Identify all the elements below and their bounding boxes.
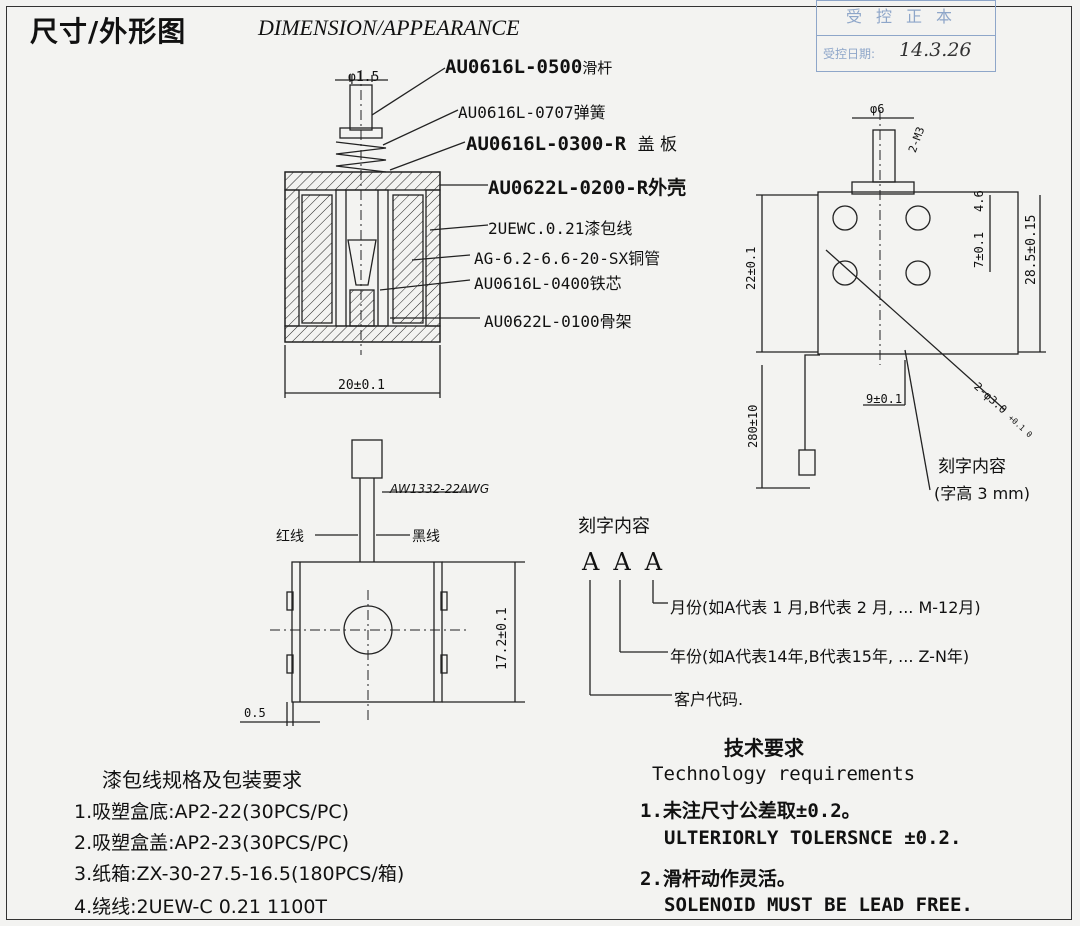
wire-black: 黑线 [412,529,440,545]
tech-title-en: Technology requirements [652,763,916,785]
drawing-frame [6,6,1072,920]
tech-r2-en: SOLENOID MUST BE LEAD FREE. [664,894,973,916]
packaging-title: 漆包线规格及包装要求 [102,768,302,792]
wire-red: 红线 [276,529,304,545]
engraving-heading: 刻字内容 [578,516,650,537]
bottom-view-body [291,561,443,703]
engraving-customer: 客户代码. [674,690,744,709]
housing-wall-left [284,189,300,327]
iron-core [349,289,375,327]
housing-bottom [284,325,441,343]
title-en: DIMENSION/APPEARANCE [258,15,520,40]
dim-phi-1-5: φ1.5 [348,70,380,85]
stamp-title: 受控正本 [845,7,966,26]
stamp-divider [817,35,995,36]
engraving-letters: AAA [582,548,677,576]
stamp-date-label: 受控日期: [823,47,876,61]
dim-17-2: 17.2±0.1 [495,607,510,670]
dim-28-5: 28.5±0.15 [1024,214,1039,285]
engraving-height: (字高 3 mm) [934,484,1031,503]
dim-7: 7±0.1 [972,231,986,268]
stamp-date-value: 14.3.26 [899,39,972,61]
engraving-month: 月份(如A代表 1 月,B代表 2 月, ... M-12月) [670,598,981,617]
part-label-7: AU0622L-0100骨架 [484,312,632,331]
tech-title-cn: 技术要求 [724,736,804,760]
part-label-4: 2UEWC.0.21漆包线 [488,219,633,238]
dim-280: 280±10 [746,404,760,448]
part-label-2: AU0616L-0300-R 盖 板 [466,133,678,155]
side-view-plunger [872,129,896,183]
dim-0-5: 0.5 [244,706,266,720]
packaging-item-4: 4.绕线:2UEW-C 0.21 1100T [74,896,328,918]
part-label-5: AG-6.2-6.6-20-SX铜管 [474,249,661,268]
tech-r1-en: ULTERIORLY TOLERSNCE ±0.2. [664,827,962,849]
dim-width-20: 20±0.1 [338,378,385,393]
dim-22: 22±0.1 [744,246,758,290]
part-label-0: AU0616L-0500滑杆 [445,56,613,78]
packaging-item-3: 3.纸箱:ZX-30-27.5-16.5(180PCS/箱) [74,863,405,885]
engraving-year: 年份(如A代表14年,B代表15年, ... Z-N年) [670,647,970,666]
part-label-6: AU0616L-0400铁芯 [474,274,622,293]
tech-r1-cn: 1.未注尺寸公差取±0.2。 [640,800,861,822]
tech-r2-cn: 2.滑杆动作灵活。 [640,868,796,890]
dim-phi-6: φ6 [870,102,885,116]
wire-awg: AW1332-22AWG [390,482,490,496]
cover-plate [284,171,441,191]
packaging-item-1: 1.吸塑盒底:AP2-22(30PCS/PC) [74,801,350,823]
side-view-body [817,191,1019,355]
engraving-label: 刻字内容 [938,457,1006,477]
dim-4-6: 4.6 [972,190,986,212]
packaging-item-2: 2.吸塑盒盖:AP2-23(30PCS/PC) [74,832,350,854]
title-cn: 尺寸/外形图 [30,15,187,48]
part-label-1: AU0616L-0707弹簧 [458,103,606,122]
core-cone [347,239,377,286]
control-stamp: 受控正本 受控日期: 14.3.26 [816,0,996,72]
part-label-3: AU0622L-0200-R外壳 [488,177,687,199]
dim-9: 9±0.1 [866,392,903,406]
connector [351,439,383,479]
coil-left [301,194,333,324]
